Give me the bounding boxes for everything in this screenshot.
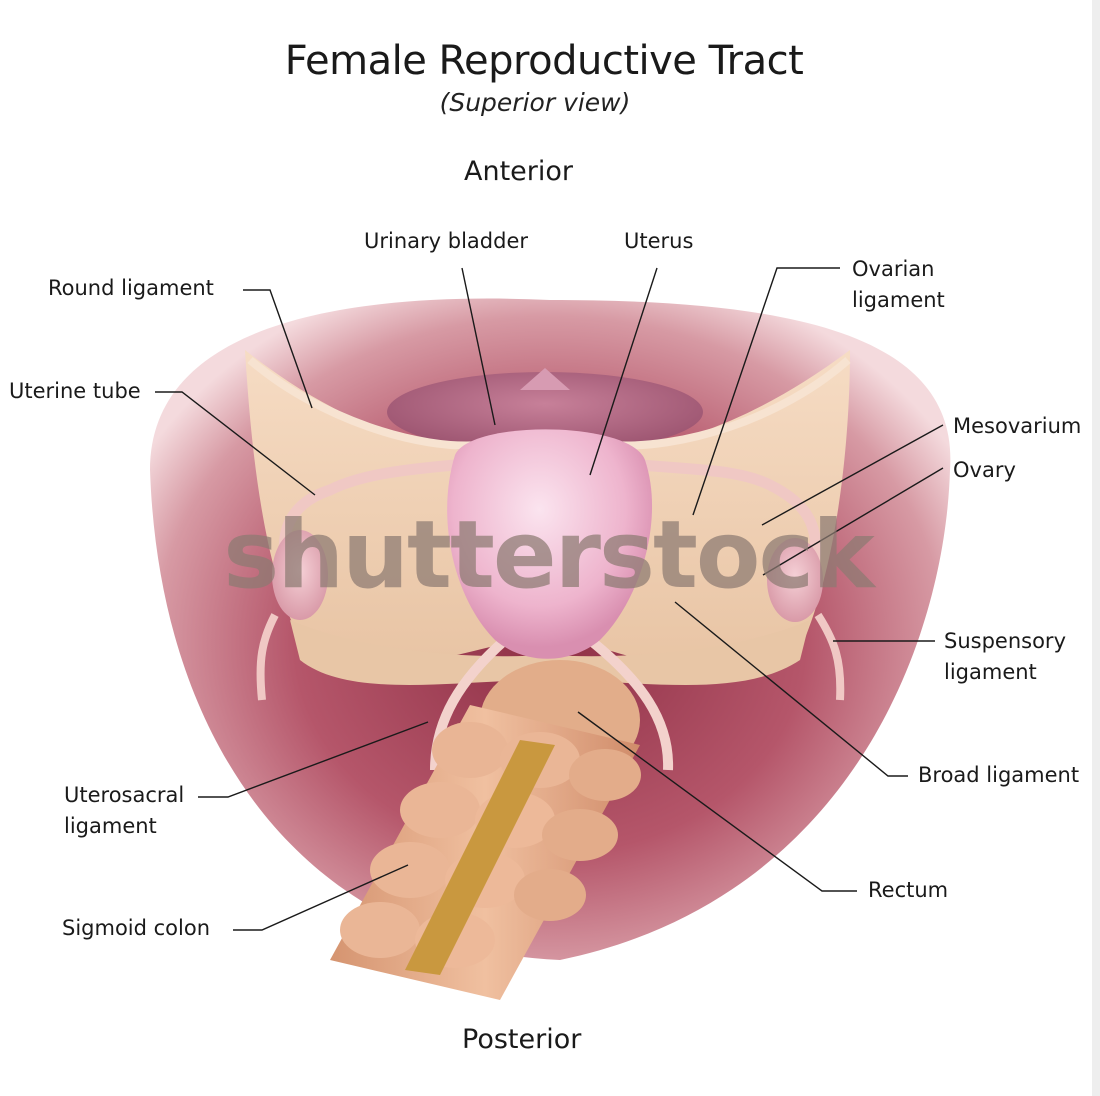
label-uterosacral-ligament-line1: Uterosacral — [64, 783, 185, 807]
right-edge-bar — [1092, 0, 1100, 1096]
label-suspensory-ligament-line2: ligament — [944, 660, 1037, 684]
label-uterus: Uterus — [624, 229, 694, 253]
label-suspensory-ligament: Suspensory ligament — [944, 626, 1066, 688]
label-rectum: Rectum — [868, 878, 949, 902]
label-broad-ligament: Broad ligament — [918, 763, 1080, 787]
label-uterosacral-ligament-line2: ligament — [64, 814, 157, 838]
watermark: shutterstock — [223, 501, 877, 610]
orientation-posterior: Posterior — [462, 1024, 582, 1055]
label-ovarian-ligament-line2: ligament — [852, 288, 945, 312]
label-urinary-bladder: Urinary bladder — [364, 229, 529, 253]
label-suspensory-ligament-line1: Suspensory — [944, 629, 1066, 653]
diagram-subtitle: (Superior view) — [439, 88, 631, 117]
uterus-shape — [447, 429, 653, 659]
ovary-left — [272, 530, 328, 620]
label-uterine-tube: Uterine tube — [9, 379, 141, 403]
orientation-anterior: Anterior — [464, 156, 574, 187]
urinary-bladder-shape — [387, 372, 703, 452]
sigmoid-colon-shape — [330, 705, 641, 1000]
label-mesovarium: Mesovarium — [953, 414, 1082, 438]
diagram-title: Female Reproductive Tract — [284, 38, 804, 84]
label-uterosacral-ligament: Uterosacral ligament — [64, 780, 184, 842]
label-ovarian-ligament: Ovarian ligament — [852, 254, 945, 316]
label-ovarian-ligament-line1: Ovarian — [852, 257, 935, 281]
label-ovary: Ovary — [953, 458, 1016, 482]
leader-lines — [155, 267, 944, 931]
ovary-right — [767, 538, 823, 622]
label-sigmoid-colon: Sigmoid colon — [62, 916, 211, 940]
label-round-ligament: Round ligament — [48, 276, 214, 300]
